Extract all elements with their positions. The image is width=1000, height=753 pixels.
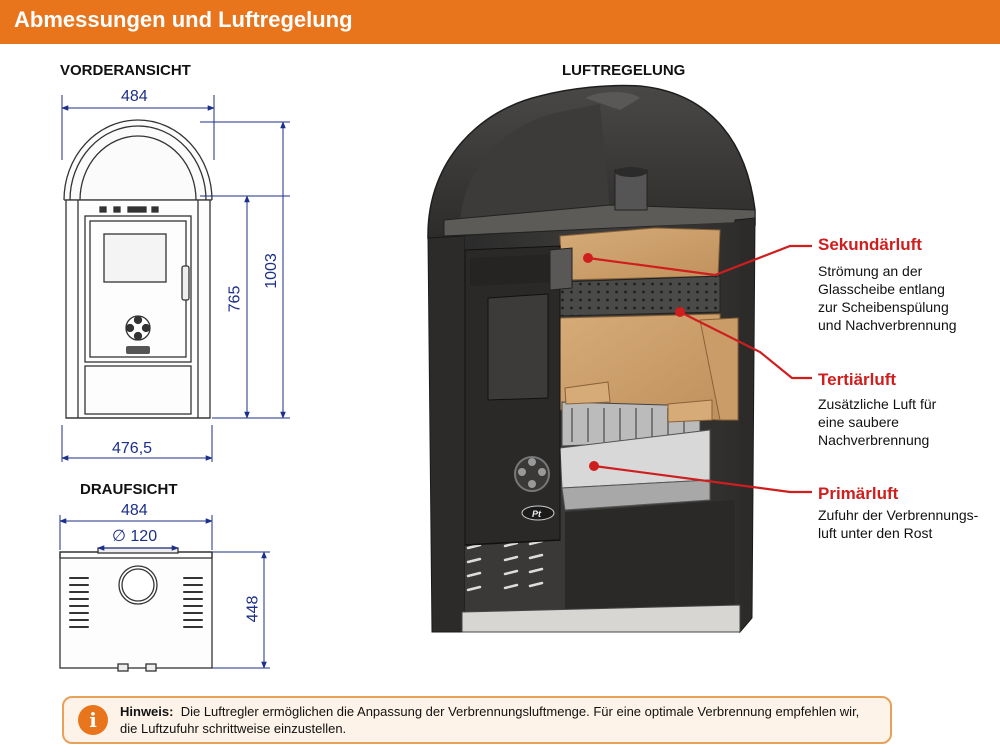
dim-top-width: 484 <box>121 502 148 519</box>
air-view-title: LUFTREGELUNG <box>562 62 686 79</box>
header-bar: Abmessungen und Luftregelung <box>0 0 1000 44</box>
dim-top-diameter: ∅ 120 <box>112 528 158 545</box>
note-label: Hinweis: <box>120 704 174 719</box>
front-view-title: VORDERANSICHT <box>60 62 191 79</box>
dim-front-height-total: 1003 <box>262 253 280 289</box>
front-view-drawing <box>63 119 213 419</box>
dim-front-height-inner: 765 <box>226 285 244 313</box>
dim-front-width-bottom: 476,5 <box>112 440 153 457</box>
info-icon: i <box>78 705 108 735</box>
label-primary-air-desc: Zufuhr der Verbrennungs- luft unter den … <box>818 507 979 541</box>
stove-cutaway: Pt <box>427 84 756 634</box>
dim-front-width-top: 484 <box>121 88 148 105</box>
label-primary-air-title: Primärluft <box>818 484 899 503</box>
label-secondary-air-desc: Strömung an der Glasscheibe entlang zur … <box>818 263 957 333</box>
note-box: i Hinweis: Die Luftregler ermöglichen di… <box>62 696 892 744</box>
air-markers <box>583 253 685 471</box>
dim-top-depth: 448 <box>244 595 262 623</box>
svg-text:Pt: Pt <box>532 509 542 519</box>
label-tertiary-air-title: Tertiärluft <box>818 370 897 389</box>
air-leaders <box>587 244 812 494</box>
note-text: Hinweis: Die Luftregler ermöglichen die … <box>120 703 880 737</box>
top-view-title: DRAUFSICHT <box>80 481 178 498</box>
label-tertiary-air-desc: Zusätzliche Luft für eine saubere Nachve… <box>818 396 937 448</box>
top-view-drawing <box>59 547 213 672</box>
note-body: Die Luftregler ermöglichen die Anpassung… <box>120 704 860 736</box>
page-title: Abmessungen und Luftregelung <box>14 7 353 32</box>
front-dimensions <box>61 95 290 462</box>
top-dimensions <box>59 515 270 669</box>
label-secondary-air-title: Sekundärluft <box>818 235 922 254</box>
